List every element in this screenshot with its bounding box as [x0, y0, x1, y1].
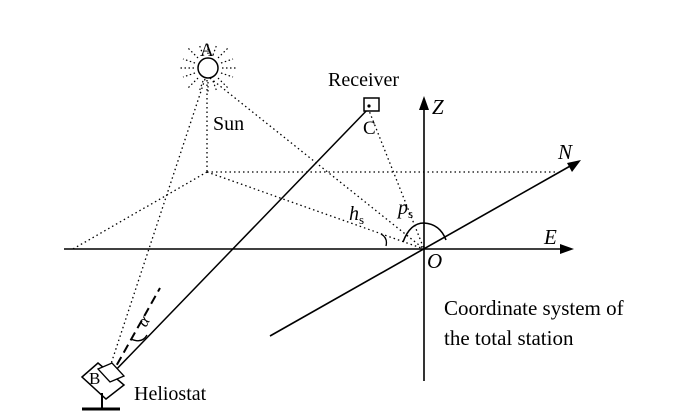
reflected-ray: [109, 105, 372, 377]
ps-arc: [402, 222, 447, 243]
label-ps: ps: [396, 197, 413, 221]
e-axis-arrow: [560, 244, 574, 254]
label-coordinate-line1: Coordinate system of: [444, 296, 624, 320]
alpha-arc: [130, 334, 148, 342]
sun-icon: [180, 42, 236, 94]
label-axis-e: E: [543, 225, 557, 249]
label-receiver: Receiver: [328, 69, 399, 91]
label-sun: Sun: [213, 113, 244, 135]
label-heliostat: Heliostat: [134, 383, 207, 405]
n-axis: [269, 164, 573, 337]
label-point-b: B: [89, 369, 100, 388]
label-ps-sub: s: [408, 206, 413, 221]
label-point-c: C: [363, 118, 376, 139]
label-ps-main: p: [396, 197, 408, 219]
hs-arc: [380, 233, 388, 247]
n-axis-arrow: [567, 160, 581, 172]
receiver-icon: [363, 97, 380, 112]
heliostat-normal: [109, 287, 161, 378]
heliostat-icon: [80, 362, 126, 411]
label-point-a: A: [200, 40, 214, 61]
label-axis-n: N: [557, 140, 573, 164]
label-coordinate-line2: the total station: [444, 326, 574, 350]
z-axis-arrow: [419, 96, 429, 110]
label-axis-z: Z: [432, 95, 444, 119]
label-origin: O: [427, 249, 442, 273]
label-hs-main: h: [349, 203, 359, 225]
label-hs-sub: s: [359, 212, 364, 227]
label-hs: hs: [349, 203, 364, 227]
label-alpha: α: [133, 312, 154, 330]
